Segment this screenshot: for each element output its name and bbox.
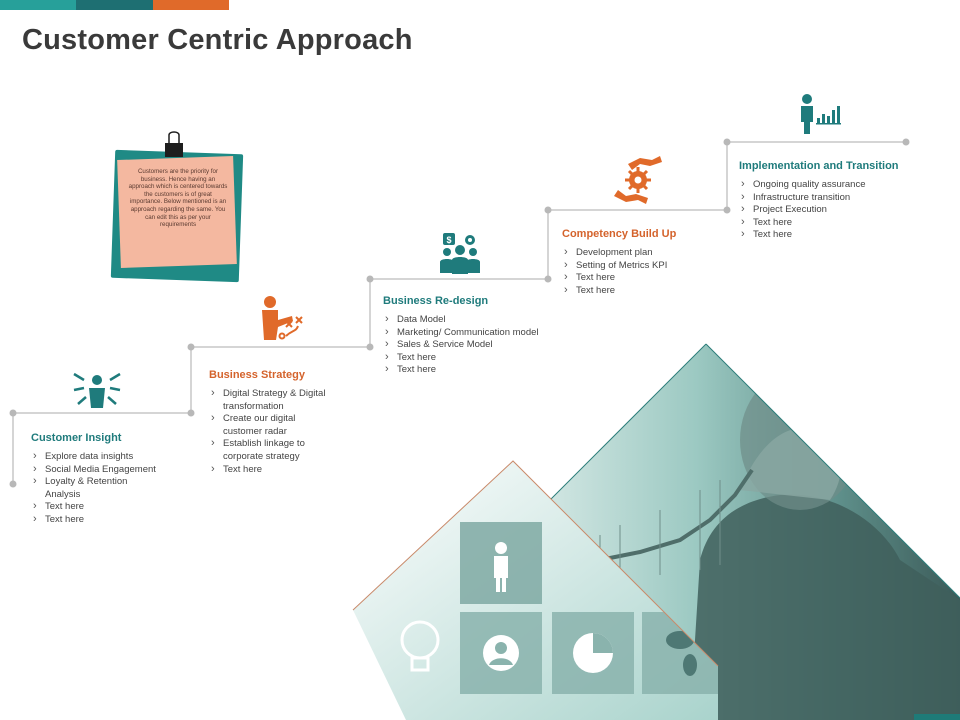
list-item: Text here xyxy=(739,216,929,230)
svg-text:$: $ xyxy=(446,235,451,245)
list-item: Create our digital customer radar xyxy=(209,412,319,438)
list-item: Text here xyxy=(31,500,181,514)
step-list-business-strategy: Digital Strategy & Digital transformatio… xyxy=(209,387,349,477)
list-item: Development plan xyxy=(562,246,722,260)
accent-bar-dark-teal xyxy=(76,0,153,10)
step-list-implementation-transition: Ongoing quality assurance Infrastructure… xyxy=(739,178,929,242)
list-item: Text here xyxy=(739,228,929,242)
man-chart-icon xyxy=(801,94,841,134)
list-item: Marketing/ Communication model xyxy=(383,326,563,340)
list-item: Social Media Engagement xyxy=(31,463,181,477)
list-item: Text here xyxy=(562,284,722,298)
hands-gear-icon xyxy=(614,156,662,204)
list-item: Infrastructure transition xyxy=(739,191,929,205)
sticky-note-text: Customers are the priority for business.… xyxy=(128,168,228,229)
list-item: Text here xyxy=(383,363,563,377)
step-title-business-redesign: Business Re-design xyxy=(383,295,489,307)
step-list-business-redesign: Data Model Marketing/ Communication mode… xyxy=(383,313,563,377)
step-list-customer-insight: Explore data insights Social Media Engag… xyxy=(31,450,181,527)
list-item: Ongoing quality assurance xyxy=(739,178,929,192)
step-title-competency-build-up: Competency Build Up xyxy=(562,228,677,240)
list-item: Text here xyxy=(562,271,722,285)
accent-bar-orange xyxy=(153,0,229,10)
accent-bar-teal xyxy=(0,0,76,10)
list-item: Text here xyxy=(383,351,563,365)
list-item: Data Model xyxy=(383,313,563,327)
page-title: Customer Centric Approach xyxy=(22,24,413,56)
strategy-board-icon xyxy=(262,296,303,340)
step-title-business-strategy: Business Strategy xyxy=(209,369,305,381)
step-title-implementation-transition: Implementation and Transition xyxy=(739,160,899,172)
team-gears-icon: $ xyxy=(440,233,480,274)
binder-clip-icon xyxy=(165,131,183,157)
list-item: Text here xyxy=(209,463,349,477)
list-item: Project Execution xyxy=(739,203,929,217)
list-item: Digital Strategy & Digital transformatio… xyxy=(209,387,349,413)
step-list-competency-build-up: Development plan Setting of Metrics KPI … xyxy=(562,246,722,298)
list-item: Sales & Service Model xyxy=(383,338,563,352)
list-item: Text here xyxy=(31,513,181,527)
list-item: Loyalty & Retention Analysis xyxy=(31,475,141,501)
list-item: Setting of Metrics KPI xyxy=(562,259,722,273)
list-item: Explore data insights xyxy=(31,450,181,464)
step-title-customer-insight: Customer Insight xyxy=(31,432,122,444)
people-focus-icon xyxy=(73,372,121,408)
list-item: Establish linkage to corporate strategy xyxy=(209,437,329,463)
